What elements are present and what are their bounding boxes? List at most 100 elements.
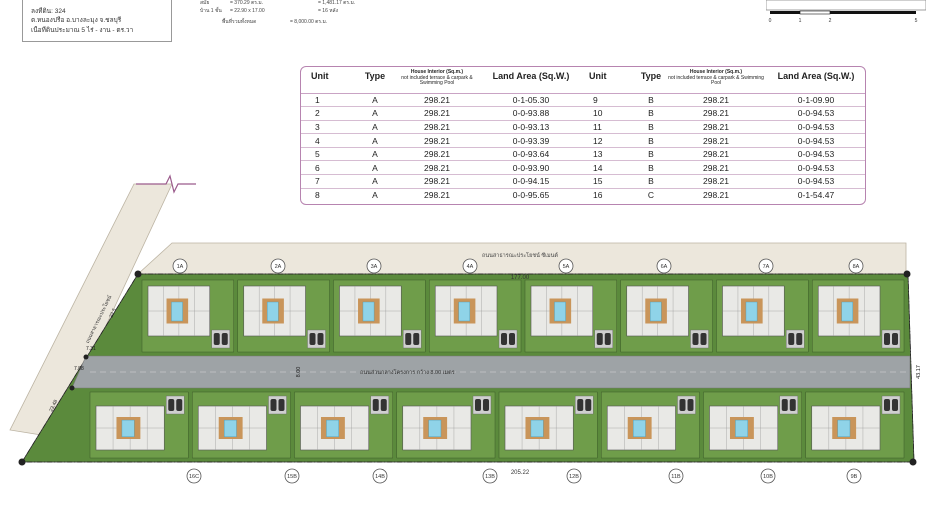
swimming-pool	[223, 419, 237, 437]
scale-segment	[830, 11, 916, 14]
cell-interior: 298.21	[667, 160, 765, 176]
unit-marker	[558, 258, 574, 274]
cell-land: 0-0-94.53	[765, 147, 865, 162]
car	[168, 399, 175, 411]
cell-type: A	[359, 147, 391, 162]
header-land: Land Area (Sq.W.)	[483, 67, 579, 94]
table-header-row: Unit Type House Interior (Sq.m.) not inc…	[301, 67, 865, 94]
scale-frame	[766, 0, 926, 11]
scale-segment	[770, 11, 800, 14]
unit-marker-label: 4A	[467, 264, 474, 270]
cell-unit: 9	[579, 93, 635, 108]
car	[405, 333, 412, 345]
unit-marker	[482, 468, 498, 484]
header-unit: Unit	[579, 67, 635, 94]
scale-tick: 5	[915, 18, 918, 24]
cell-interior: 298.21	[667, 120, 765, 135]
cell-interior: 298.21	[667, 93, 765, 108]
cell-land: 0-0-94.53	[765, 160, 865, 176]
side-dimension: 7.31	[86, 346, 96, 352]
swimming-pool	[428, 419, 442, 437]
cell-unit: 8	[315, 190, 320, 201]
car	[796, 333, 803, 345]
unit-marker-label: 15B	[287, 474, 297, 480]
cell-land: 0-0-93.39	[483, 133, 579, 148]
cell-type: A	[359, 120, 391, 135]
unit-marker-label: 9B	[851, 474, 858, 480]
unit-marker	[284, 468, 300, 484]
cell-type: B	[635, 147, 667, 162]
cell-type: B	[635, 133, 667, 148]
car	[596, 333, 603, 345]
car	[372, 399, 379, 411]
unit-marker-label: 6A	[661, 264, 668, 270]
unit-marker-label: 3A	[371, 264, 378, 270]
swimming-pool	[267, 301, 279, 322]
info-line-3: เนื้อที่ดินประมาณ 5 ไร่ - งาน - ตร.วา	[31, 26, 134, 34]
car	[679, 399, 686, 411]
lot-boundary	[21, 273, 915, 463]
car	[892, 399, 898, 411]
cell-interior: 298.21	[391, 120, 483, 135]
swimming-pool	[837, 419, 851, 437]
corner-node	[903, 270, 911, 278]
cell-unit: 5	[301, 147, 359, 162]
car	[884, 333, 890, 345]
cell-type: B	[635, 106, 667, 121]
corner-node	[83, 354, 89, 360]
cell-type: B	[635, 160, 667, 176]
car	[884, 399, 890, 411]
scale-tick: 0	[769, 18, 772, 24]
cell-type: A	[359, 133, 391, 148]
car	[692, 333, 699, 345]
cell-type: B	[635, 93, 667, 108]
cell-unit: 10	[579, 106, 635, 121]
unit-marker	[172, 258, 188, 274]
side-dimension: 23.48	[48, 399, 59, 413]
cell-unit: 11	[579, 120, 635, 135]
unit-marker	[846, 468, 862, 484]
header-unit: Unit	[301, 67, 359, 94]
cell-type: A	[359, 93, 391, 108]
corner-node	[69, 385, 75, 391]
car	[176, 399, 183, 411]
unit-marker	[366, 258, 382, 274]
car	[788, 333, 795, 345]
header-interior: House Interior (Sq.m.) not included terr…	[391, 67, 483, 94]
car	[892, 333, 898, 345]
right-dimension: 43.17	[916, 365, 922, 379]
unit-marker	[656, 258, 672, 274]
unit-marker-label: 10B	[763, 474, 773, 480]
unit-marker-label: 16C	[189, 474, 199, 480]
corner-node	[909, 458, 917, 466]
car	[270, 399, 277, 411]
cell-interior: 298.21	[424, 190, 450, 201]
cell-land: 0-0-94.15	[483, 174, 579, 189]
cell-interior: 298.21	[703, 190, 729, 201]
unit-marker	[758, 258, 774, 274]
unit-marker-label: 11B	[671, 474, 681, 480]
car	[501, 333, 507, 345]
header-land: Land Area (Sq.W.)	[765, 67, 865, 94]
swimming-pool	[745, 301, 758, 322]
car	[309, 333, 316, 345]
car	[221, 333, 228, 345]
car	[789, 399, 796, 411]
info-line-1: ลงที่ดิน: 324	[31, 8, 66, 15]
cell-land: 0-0-94.53	[765, 133, 865, 148]
cell-unit: 12	[579, 133, 635, 148]
car	[413, 333, 420, 345]
cell-land: 0-1-54.47	[797, 190, 835, 201]
grand-value: = 8,000.00 ตร.ม.	[290, 19, 328, 25]
car	[700, 333, 707, 345]
unit-marker-label: 1A	[177, 264, 184, 270]
stats-grand-row: พื้นที่รวมทั้งหมด = 8,000.00 ตร.ม.	[200, 19, 378, 27]
cell-land: 0-0-94.53	[765, 106, 865, 121]
cell-interior: 298.21	[667, 147, 765, 162]
cell-land: 0-0-93.88	[483, 106, 579, 121]
header-interior: House Interior (Sq.m.) not included terr…	[667, 67, 765, 94]
